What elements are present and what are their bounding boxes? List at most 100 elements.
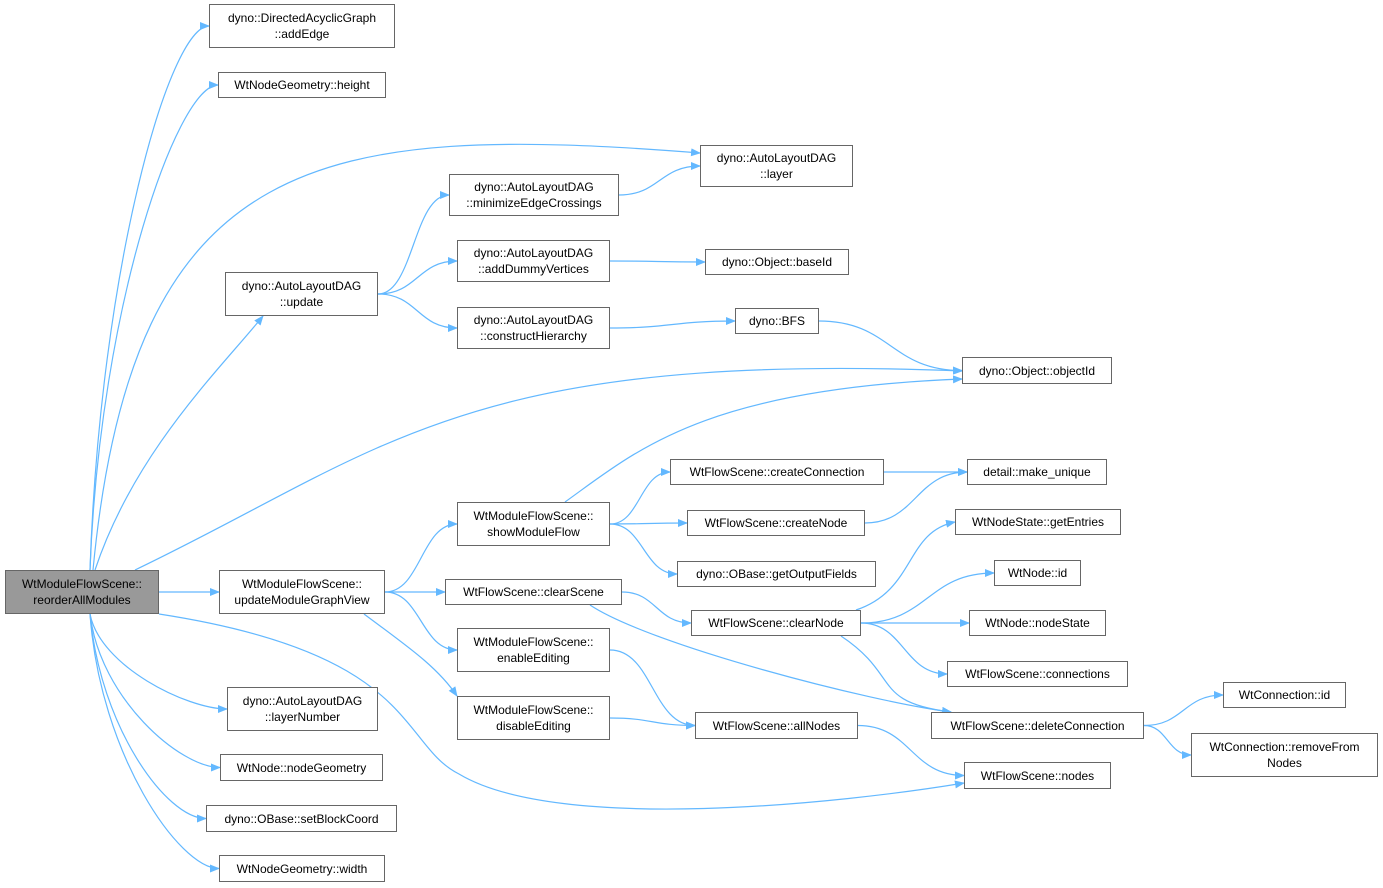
node-object-id[interactable]: dyno::Object::objectId [962,357,1112,384]
node-bfs[interactable]: dyno::BFS [735,308,819,334]
node-connection-id[interactable]: WtConnection::id [1223,682,1346,708]
node-line: WtNode::id [1007,566,1068,580]
node-line: WtConnection::removeFrom [1209,740,1360,754]
node-line: WtFlowScene::createConnection [689,465,865,479]
call-edge-showModuleFlow-to-createConnection [609,468,671,525]
node-line: WtNode::nodeGeometry [236,760,367,775]
call-edge-deleteConnection-to-connId [1143,691,1224,727]
node-update-module-graph-view[interactable]: WtModuleFlowScene:: updateModuleGraphVie… [219,570,385,614]
node-line: WtNode::nodeState [985,616,1090,630]
call-edge-autoUpdate-to-addDummyVertices [377,257,458,295]
node-line: ::minimizeEdgeCrossings [466,196,602,210]
node-line: dyno::Object::objectId [978,363,1096,378]
node-line: dyno::Object::baseId [721,255,833,269]
node-line: dyno::BFS [748,314,806,328]
node-line: WtModuleFlowScene:: [241,577,363,591]
node-node-state[interactable]: WtNode::nodeState [969,610,1106,636]
node-clear-node[interactable]: WtFlowScene::clearNode [691,610,861,636]
node-enable-editing[interactable]: WtModuleFlowScene:: enableEditing [457,628,610,672]
call-edge-autoUpdate-to-constructHierarchy [377,293,458,332]
node-geometry-height[interactable]: WtNodeGeometry::height [218,72,386,98]
node-layer-number[interactable]: dyno::AutoLayoutDAG ::layerNumber [227,687,378,731]
node-line: WtModuleFlowScene:: [473,509,594,523]
node-line: WtNodeGeometry::width [236,861,368,876]
call-edge-reorderAllModules-to-layerNumber [89,613,228,713]
call-edge-reorderAllModules-to-dagAddEdge [89,22,210,571]
node-add-dummy-vertices[interactable]: dyno::AutoLayoutDAG ::addDummyVertices [457,240,610,282]
node-line: WtFlowScene::clearScene [463,585,604,599]
node-get-output-fields[interactable]: dyno::OBase::getOutputFields [677,561,876,587]
node-line: WtModuleFlowScene:: [473,635,594,649]
node-line: ::addDummyVertices [478,262,589,276]
node-dag-add-edge[interactable]: dyno::DirectedAcyclicGraph ::addEdge [209,4,395,48]
call-edge-disableEditing-to-allNodes [609,717,696,730]
node-line: WtConnection::id [1238,688,1331,702]
node-wtnode-id[interactable]: WtNode::id [994,560,1081,586]
node-set-block-coord[interactable]: dyno::OBase::setBlockCoord [206,805,397,832]
call-edge-showModuleFlow-to-objectId [564,375,963,503]
node-line: enableEditing [497,651,570,665]
call-edge-updateModuleGraphView-to-showModuleFlow [384,520,458,593]
node-line: WtModuleFlowScene:: [21,577,143,591]
node-line: disableEditing [496,719,571,733]
node-remove-from-nodes[interactable]: WtConnection::removeFrom Nodes [1191,733,1378,777]
call-edge-reorderAllModules-to-layer [92,143,701,571]
node-geometry-width[interactable]: WtNodeGeometry::width [219,855,385,882]
call-edge-reorderAllModules-to-setBlockCoord [89,613,207,823]
node-line: reorderAllModules [33,593,131,607]
call-edge-reorderAllModules-to-nodes [158,613,965,810]
node-node-geometry[interactable]: WtNode::nodeGeometry [220,754,383,781]
node-line: ::layer [760,167,793,181]
call-edge-reorderAllModules-to-objectId [134,366,963,571]
node-connections[interactable]: WtFlowScene::connections [947,661,1128,687]
node-line: detail::make_unique [983,465,1091,479]
call-edge-addDummyVertices-to-baseId [609,257,706,266]
node-delete-connection[interactable]: WtFlowScene::deleteConnection [931,712,1144,739]
call-edge-clearNode-to-nodeId [860,569,995,624]
node-line: WtFlowScene::deleteConnection [950,718,1125,733]
call-edge-deleteConnection-to-removeFromNodes [1143,724,1192,759]
node-show-module-flow[interactable]: WtModuleFlowScene:: showModuleFlow [457,502,610,546]
node-line: showModuleFlow [487,525,580,539]
node-line: dyno::OBase::setBlockCoord [224,811,379,826]
node-create-node[interactable]: WtFlowScene::createNode [687,510,865,536]
node-line: ::addEdge [274,27,330,41]
node-get-entries[interactable]: WtNodeState::getEntries [955,509,1121,535]
call-edge-showModuleFlow-to-getOutputFields [609,523,678,578]
node-line: WtNodeState::getEntries [971,515,1105,529]
call-edge-constructHierarchy-to-bfs [609,317,736,329]
node-line: ::update [279,295,324,309]
node-line: dyno::AutoLayoutDAG [241,279,362,293]
call-edge-reorderAllModules-to-autoUpdate [94,315,264,571]
call-edge-clearNode-to-deleteConnection [840,635,952,715]
call-edge-showModuleFlow-to-createNode [609,519,688,528]
node-make-unique[interactable]: detail::make_unique [967,459,1107,485]
call-edge-reorderAllModules-to-geomWidth [89,613,220,873]
node-create-connection[interactable]: WtFlowScene::createConnection [670,459,884,485]
node-reorder-all-modules[interactable]: WtModuleFlowScene:: reorderAllModules [5,570,159,614]
node-all-nodes[interactable]: WtFlowScene::allNodes [695,712,858,739]
node-minimize-edge-crossings[interactable]: dyno::AutoLayoutDAG ::minimizeEdgeCrossi… [449,174,619,216]
call-edge-clearScene-to-clearNode [621,591,692,627]
node-auto-layout-update[interactable]: dyno::AutoLayoutDAG ::update [225,272,378,316]
node-line: dyno::OBase::getOutputFields [696,567,857,581]
call-edge-clearNode-to-connections [860,622,948,678]
node-line: ::layerNumber [264,710,341,724]
node-line: WtFlowScene::connections [965,667,1110,681]
node-line: dyno::AutoLayoutDAG [473,313,594,327]
node-base-id[interactable]: dyno::Object::baseId [705,249,849,275]
node-flowscene-nodes[interactable]: WtFlowScene::nodes [964,762,1111,789]
call-edge-reorderAllModules-to-geomHeight [89,81,219,571]
node-line: dyno::AutoLayoutDAG [242,694,363,708]
node-construct-hierarchy[interactable]: dyno::AutoLayoutDAG ::constructHierarchy [457,307,610,349]
node-layer[interactable]: dyno::AutoLayoutDAG ::layer [700,145,853,187]
node-disable-editing[interactable]: WtModuleFlowScene:: disableEditing [457,696,610,740]
call-edge-bfs-to-objectId [818,320,963,375]
node-clear-scene[interactable]: WtFlowScene::clearScene [445,579,622,605]
node-line: dyno::AutoLayoutDAG [473,246,594,260]
node-line: WtFlowScene::allNodes [712,718,841,733]
node-line: WtFlowScene::clearNode [708,616,844,630]
node-line: Nodes [1267,756,1302,770]
